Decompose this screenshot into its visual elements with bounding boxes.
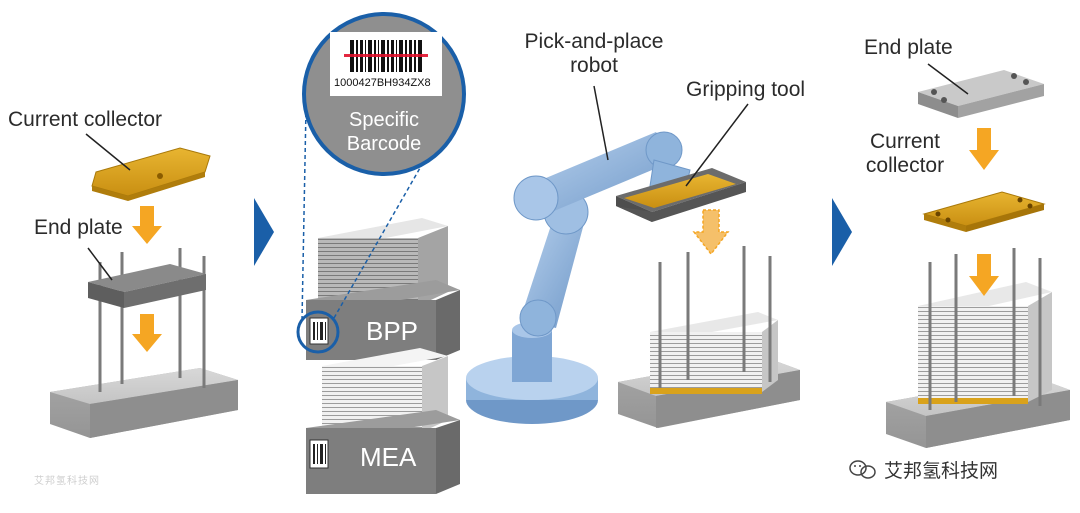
down-arrow-left-top [132,206,162,244]
label-end-plate-left: End plate [34,216,123,239]
step-arrow-2 [832,198,852,266]
step-arrow-1 [254,198,274,266]
mea-stack [306,348,460,494]
down-arrow-left-bottom [132,314,162,352]
down-arrow-right-bottom [969,254,999,296]
label-current-collector-right: Current collector [865,130,945,177]
robot-base [466,322,598,424]
end-plate-left-part [88,264,206,308]
leader-robot [593,85,609,161]
label-gripping-tool: Gripping tool [686,78,806,101]
base-block-left [50,368,238,438]
leader-end-plate-right [927,63,969,95]
guide-rods-step3 [658,246,772,388]
label-barcode-number: 1000427BH934ZX8 [334,77,431,89]
fixture-stack-step3 [618,312,800,428]
zoom-line-left [301,107,307,321]
fixture-stack-step4 [886,282,1070,448]
barcode-highlight-circle [296,310,340,354]
step2-component-stacks [296,12,466,494]
brand-text: 艾邦氢科技网 [884,459,999,482]
label-mea: MEA [360,442,417,472]
step1-assembly [50,133,238,438]
zoom-line-right [333,167,421,319]
leader-gripping-tool [685,103,749,187]
brand-logo-icon [849,460,876,479]
current-collector-left-part [91,147,211,201]
label-pick-and-place-robot: Pick-and-place robot [524,30,664,77]
barcode-tag-mea [309,439,329,469]
watermark: 艾邦氢科技网 [34,476,100,487]
leader-current-collector-left [85,133,131,171]
brand-footer: 艾邦氢科技网 [848,456,998,482]
label-bpp: BPP [366,316,419,346]
gripping-tool-part [616,168,746,222]
barcode-tag-bpp [309,317,329,345]
barcode-scan-line [344,54,428,57]
down-arrow-step3 [692,209,730,256]
current-collector-right-part [922,191,1046,232]
label-specific-barcode: Specific Barcode [346,109,422,155]
end-plate-right-part [918,70,1044,118]
label-current-collector-left: Current collector [8,108,163,131]
down-arrow-right-top [969,128,999,170]
leader-end-plate-left [87,247,113,281]
guide-rods-step4 [928,248,1042,410]
step3-robot-assembly [466,85,800,428]
robot-arm [513,131,691,337]
label-end-plate-right: End plate [864,36,953,59]
step4-assembly [886,63,1070,448]
barcode-zoom-bubble [302,12,466,176]
